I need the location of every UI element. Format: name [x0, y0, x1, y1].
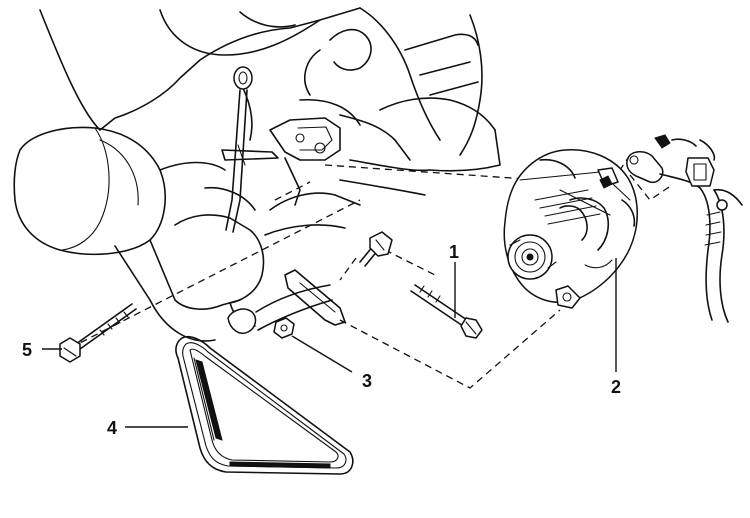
callout-labels: 1 2 3 4 5: [22, 242, 621, 438]
part-3-nut: [273, 317, 295, 339]
part-4-drive-belt: [175, 335, 354, 475]
wiring-harness: [626, 134, 743, 323]
callout-1: 1: [449, 242, 459, 262]
callout-5: 5: [22, 340, 32, 360]
callout-4: 4: [107, 418, 117, 438]
part-5-pivot-bolt: [59, 303, 137, 363]
callout-leaders: [42, 258, 617, 428]
leader-3: [291, 335, 353, 373]
adjusting-bolt: [359, 231, 393, 267]
dipstick: [221, 66, 279, 233]
part-1-long-bolt: [410, 284, 483, 339]
engine-block: [13, 7, 501, 342]
alternator: [503, 149, 638, 309]
assembly-guide-lines: [69, 154, 673, 389]
callout-3: 3: [362, 371, 372, 391]
callout-2: 2: [611, 377, 621, 397]
